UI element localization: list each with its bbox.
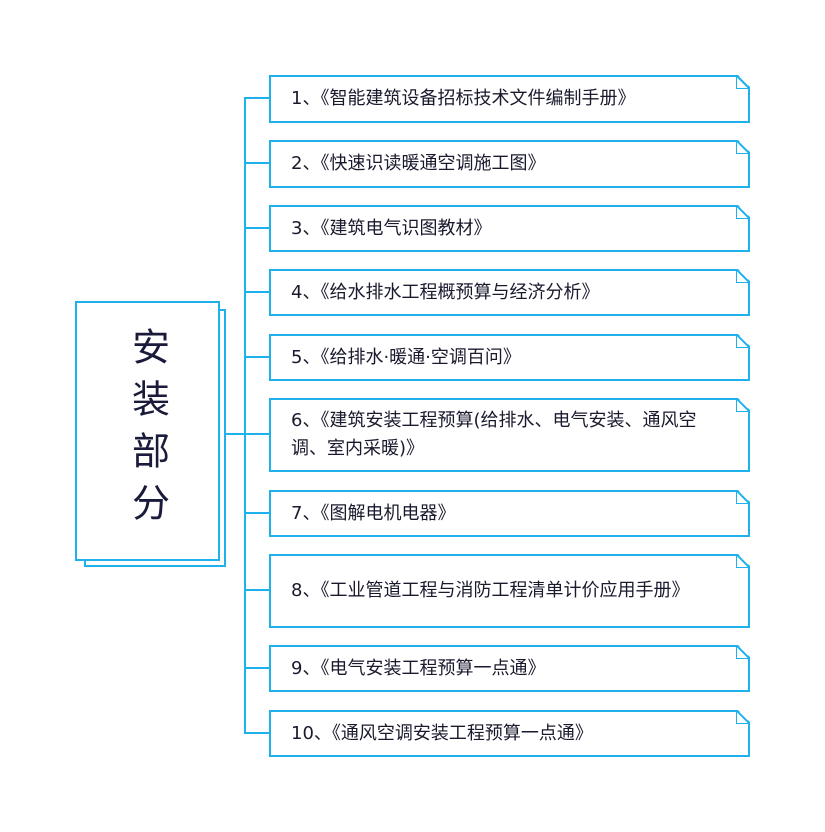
topic-node-9[interactable]: 9、《电气安装工程预算一点通》 — [269, 645, 750, 692]
topic-label: 9、《电气安装工程预算一点通》 — [291, 657, 546, 679]
folded-corner-icon — [736, 398, 750, 412]
topic-node-4[interactable]: 4、《给水排水工程概预算与经济分析》 — [269, 269, 750, 316]
root-connector — [226, 433, 246, 435]
branch-connector — [244, 97, 270, 99]
branch-connector — [244, 227, 270, 229]
topic-node-3[interactable]: 3、《建筑电气识图教材》 — [269, 205, 750, 252]
root-node-label: 安装部分 — [125, 327, 170, 535]
topic-label: 7、《图解电机电器》 — [291, 502, 456, 524]
topic-label: 4、《给水排水工程概预算与经济分析》 — [291, 281, 600, 303]
folded-corner-icon — [736, 490, 750, 504]
topic-node-8[interactable]: 8、《工业管道工程与消防工程清单计价应用手册》 — [269, 554, 750, 628]
topic-node-7[interactable]: 7、《图解电机电器》 — [269, 490, 750, 537]
branch-connector — [244, 512, 270, 514]
topic-node-5[interactable]: 5、《给排水·暖通·空调百问》 — [269, 334, 750, 381]
topic-node-10[interactable]: 10、《通风空调安装工程预算一点通》 — [269, 710, 750, 757]
topic-node-1[interactable]: 1、《智能建筑设备招标技术文件编制手册》 — [269, 75, 750, 123]
topic-label: 2、《快速识读暖通空调施工图》 — [291, 153, 546, 174]
branch-connector — [244, 732, 270, 734]
folded-corner-icon — [736, 269, 750, 283]
topic-label: 3、《建筑电气识图教材》 — [291, 217, 492, 239]
folded-corner-icon — [736, 205, 750, 219]
topic-label: 10、《通风空调安装工程预算一点通》 — [291, 722, 593, 744]
folded-corner-icon — [736, 554, 750, 568]
topic-node-2[interactable]: 2、《快速识读暖通空调施工图》 — [269, 140, 750, 188]
topic-label: 5、《给排水·暖通·空调百问》 — [291, 346, 521, 368]
folded-corner-icon — [736, 75, 750, 89]
branch-connector — [244, 433, 270, 435]
folded-corner-icon — [736, 710, 750, 724]
topic-label: 6、《建筑安装工程预算(给排水、电气安装、通风空调、室内采暖)》 — [291, 410, 697, 459]
topic-node-6[interactable]: 6、《建筑安装工程预算(给排水、电气安装、通风空调、室内采暖)》 — [269, 398, 750, 472]
folded-corner-icon — [736, 140, 750, 154]
topic-label: 8、《工业管道工程与消防工程清单计价应用手册》 — [291, 580, 690, 601]
branch-connector — [244, 356, 270, 358]
trunk-line — [244, 97, 246, 734]
topic-label: 1、《智能建筑设备招标技术文件编制手册》 — [291, 88, 636, 109]
root-node[interactable]: 安装部分 — [75, 301, 220, 561]
branch-connector — [244, 162, 270, 164]
folded-corner-icon — [736, 334, 750, 348]
branch-connector — [244, 667, 270, 669]
folded-corner-icon — [736, 645, 750, 659]
branch-connector — [244, 291, 270, 293]
branch-connector — [244, 589, 270, 591]
